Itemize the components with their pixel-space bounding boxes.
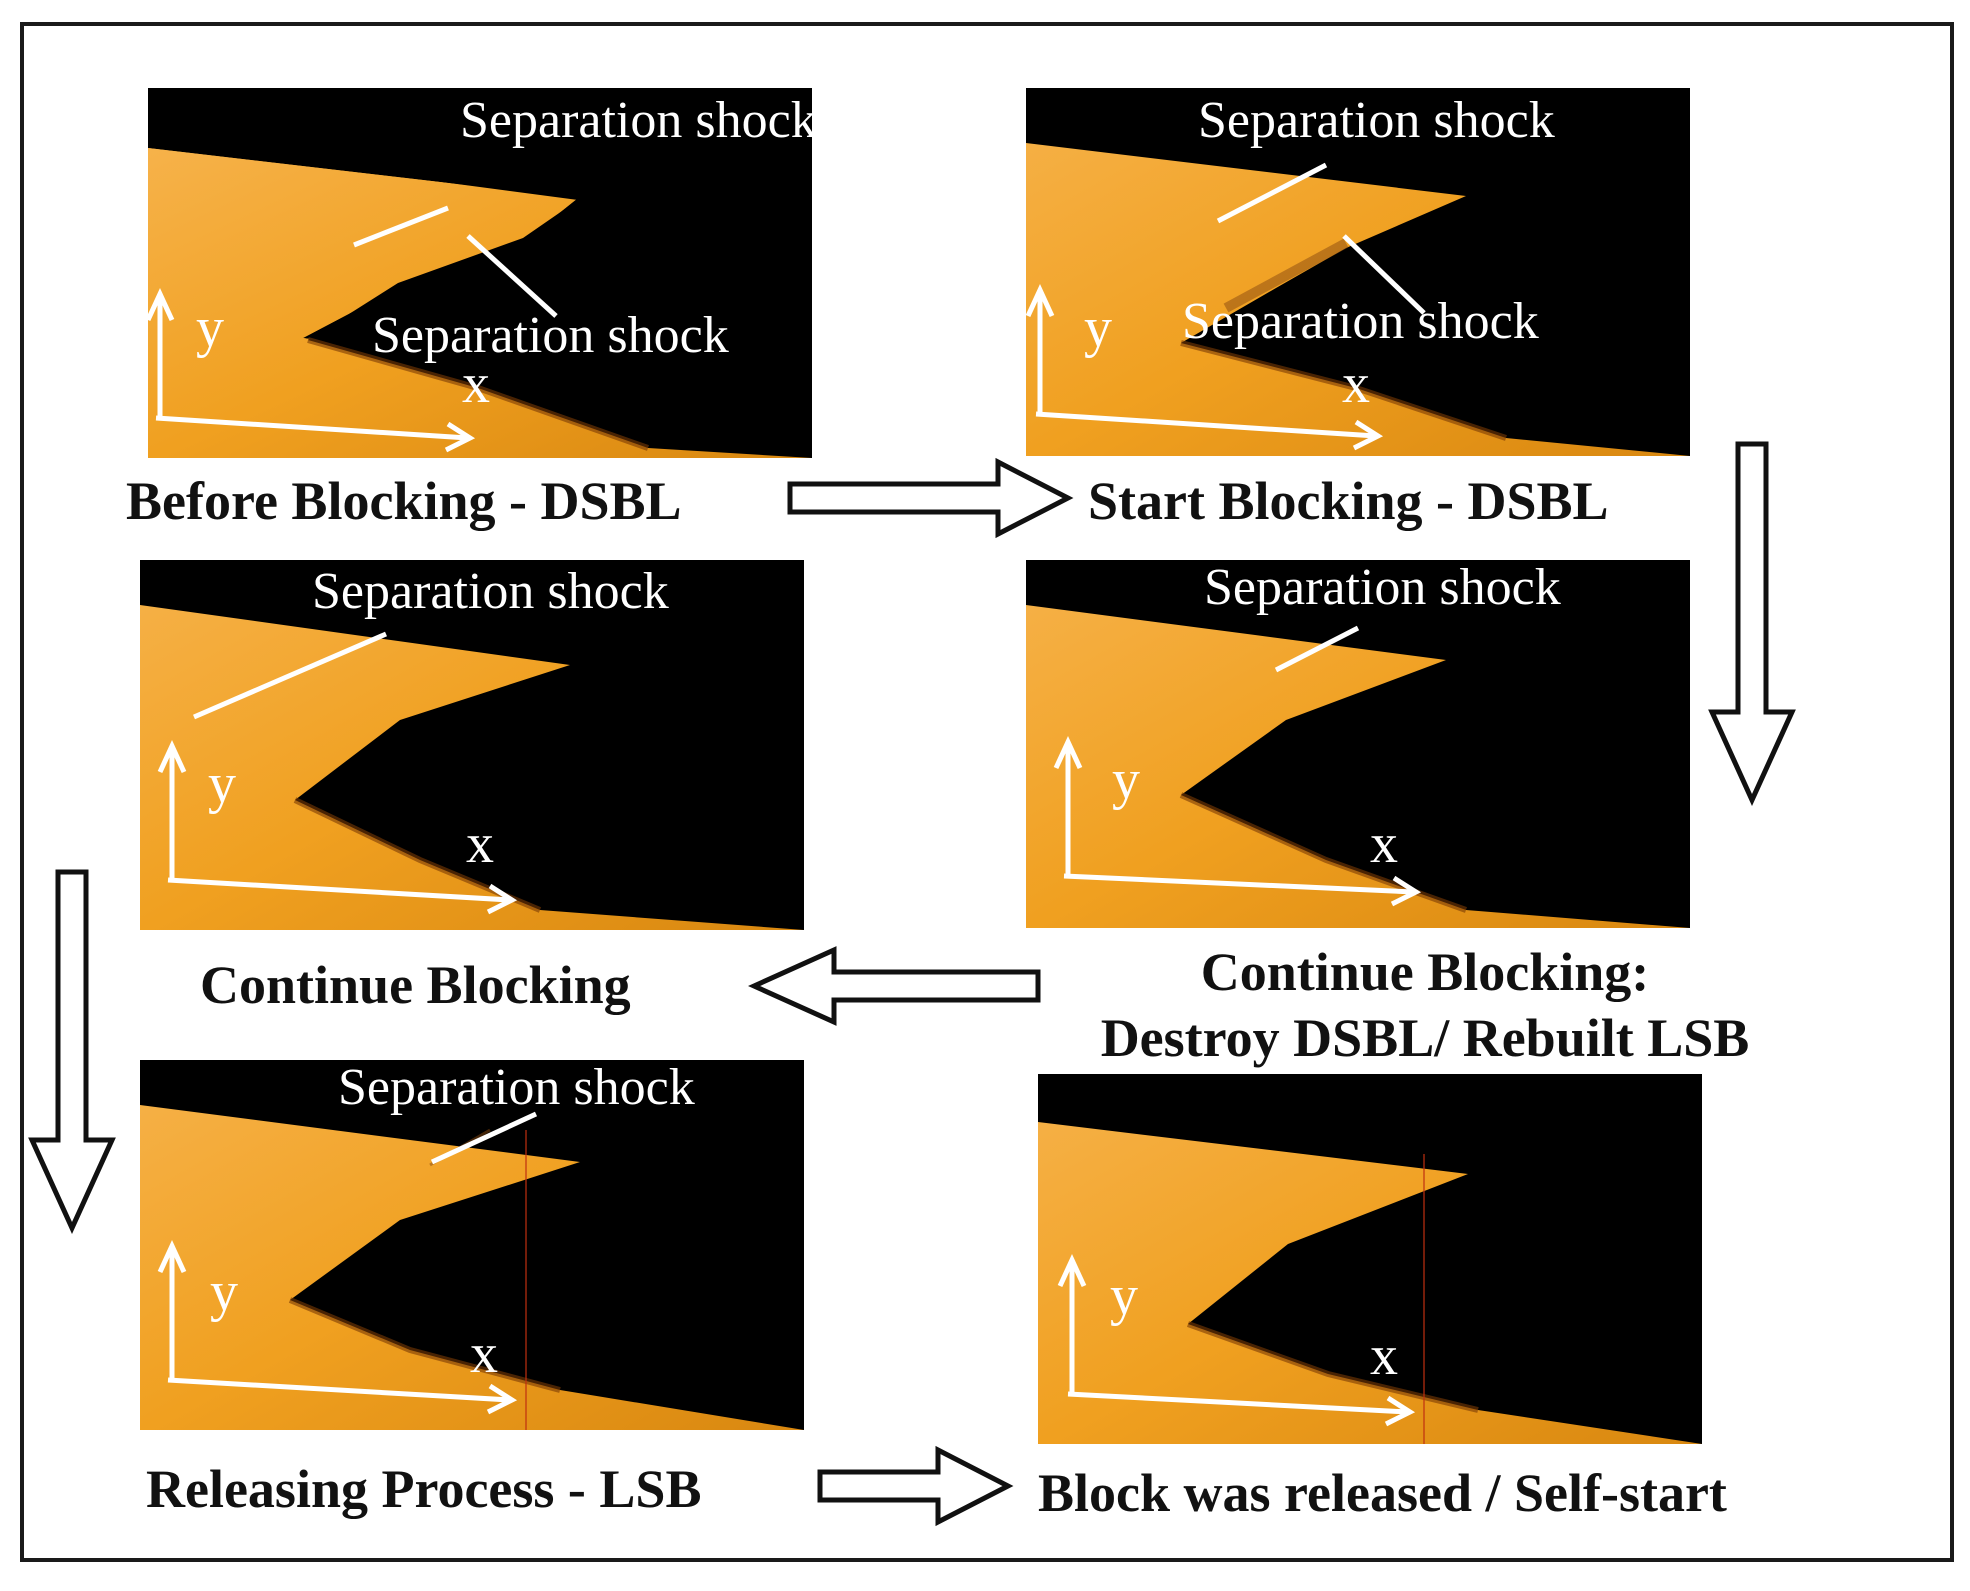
caption-continue-blocking-destroy: Continue Blocking: Destroy DSBL/ Rebuilt… [1040,940,1810,1072]
panel-releasing-process [140,1060,804,1430]
axis-y-label: y [210,1261,238,1323]
separation-shock-label: Separation shock [1198,92,1555,149]
panel-before-blocking [148,88,812,458]
panel-start-blocking [1026,88,1690,456]
arrow-right-icon [787,457,1074,539]
axis-y-label: y [1110,1265,1138,1327]
caption-continue-blocking: Continue Blocking [200,955,631,1015]
axis-x-label: x [462,353,490,415]
caption-before-blocking: Before Blocking - DSBL [126,471,682,531]
axis-y-label: y [196,297,224,359]
separation-shock-label: Separation shock [460,92,817,149]
axis-x-label: x [1370,1325,1398,1387]
axis-x-label: x [470,1323,498,1385]
separation-shock-label: Separation shock [1182,293,1539,350]
panel-continue-blocking [140,560,804,930]
caption-line-2: Destroy DSBL/ Rebuilt LSB [1100,1007,1750,1068]
axis-y-label: y [1084,297,1112,359]
arrow-down-icon [1708,441,1796,806]
axis-y-label: y [208,753,236,815]
shock-pointer [466,234,558,318]
arrow-right-icon [817,1445,1014,1527]
caption-start-blocking: Start Blocking - DSBL [1088,471,1609,531]
panel-block-released [1038,1074,1702,1444]
axis-x-label: x [1370,813,1398,875]
axis-x-label: x [466,813,494,875]
separation-shock-label: Separation shock [1204,559,1561,616]
caption-line-1: Continue Blocking: [1200,942,1650,1002]
caption-block-released: Block was released / Self-start [1038,1463,1727,1523]
shock-pointer [353,205,449,248]
axis-x-label: x [1342,353,1370,415]
caption-releasing-process: Releasing Process - LSB [146,1459,702,1519]
arrow-down-icon [28,869,116,1234]
separation-shock-label: Separation shock [338,1059,695,1116]
axis-y-label: y [1112,749,1140,811]
panel-continue-blocking-destroy [1026,560,1690,928]
figure-frame [20,22,1954,1562]
separation-shock-label: Separation shock [372,307,729,364]
separation-shock-label: Separation shock [312,563,669,620]
arrow-left-icon [748,946,1041,1026]
